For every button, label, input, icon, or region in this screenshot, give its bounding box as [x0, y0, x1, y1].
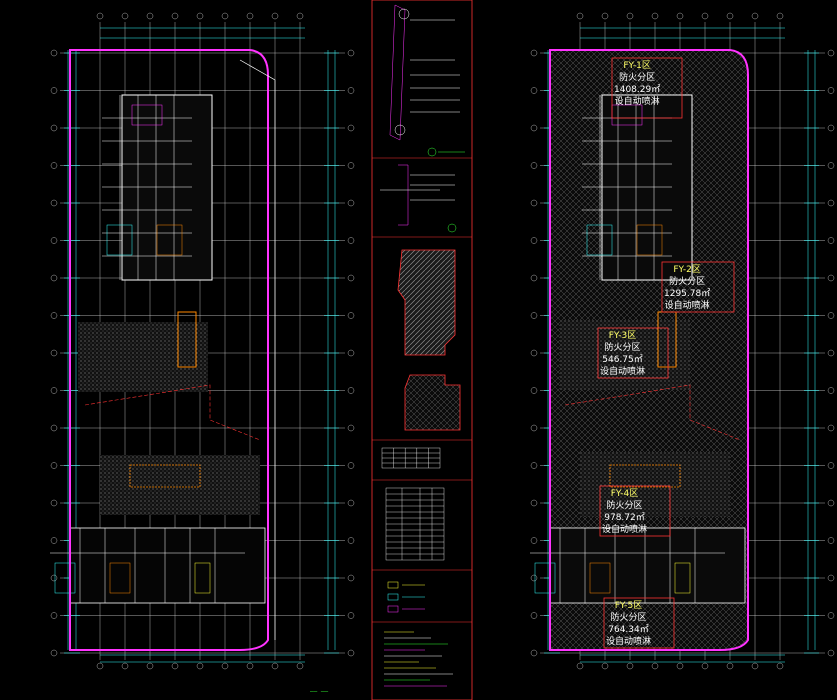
fire-zone-label-4: FY-4区 防火分区 978.72㎡ 设自动喷淋 — [602, 488, 647, 536]
site-boundary — [549, 49, 749, 651]
zone-note: 设自动喷淋 — [614, 97, 660, 107]
thumbnail-plan-2 — [404, 374, 461, 431]
zone-id: FY-4区 — [610, 489, 639, 499]
zone-area: 764.34㎡ — [608, 625, 649, 635]
detail-panel — [371, 0, 473, 700]
right-floor-plan — [530, 12, 835, 670]
core-block — [601, 94, 693, 281]
zone-area: 546.75㎡ — [602, 355, 643, 365]
zone-type: 防火分区 — [610, 613, 647, 623]
zone-type: 防火分区 — [606, 501, 643, 511]
bottom-rooms — [69, 527, 266, 604]
fire-zone-label-3: FY-3区 防火分区 546.75㎡ 设自动喷淋 — [600, 330, 645, 378]
equipment-area — [129, 464, 201, 488]
left-floor-plan — [50, 12, 355, 670]
zone-id: FY-1区 — [623, 61, 651, 71]
zone-id: FY-3区 — [608, 331, 637, 341]
zone-note: 设自动喷淋 — [606, 637, 652, 647]
zone-area: 1295.78㎡ — [664, 289, 711, 299]
equipment-shaft — [177, 311, 197, 368]
fire-zone-label-1: FY-1区 防火分区 1408.29㎡ 设自动喷淋 — [614, 60, 660, 108]
zone-note: 设自动喷淋 — [602, 525, 648, 535]
core-block — [121, 94, 213, 281]
zone-id: FY-5区 — [614, 601, 643, 611]
zone-area: 978.72㎡ — [604, 513, 645, 523]
zone-type: 防火分区 — [619, 73, 656, 83]
site-boundary — [69, 49, 269, 651]
hatch-zone — [78, 322, 208, 392]
bottom-rooms — [549, 527, 746, 604]
zone-id: FY-2区 — [673, 265, 701, 275]
zone-type: 防火分区 — [669, 277, 706, 287]
fire-zone-label-5: FY-5区 防火分区 764.34㎡ 设自动喷淋 — [606, 600, 651, 648]
zone-note: 设自动喷淋 — [600, 367, 646, 377]
zone-type: 防火分区 — [604, 343, 641, 353]
zone-note: 设自动喷淋 — [664, 301, 710, 311]
thumbnail-plan-1 — [397, 249, 456, 356]
fire-zone-label-2: FY-2区 防火分区 1295.78㎡ 设自动喷淋 — [664, 264, 710, 312]
hatch-zone — [580, 452, 730, 517]
left-title-block: —— —— — [310, 688, 329, 695]
hatch-zone — [100, 455, 260, 515]
zone-area: 1408.29㎡ — [614, 85, 661, 95]
